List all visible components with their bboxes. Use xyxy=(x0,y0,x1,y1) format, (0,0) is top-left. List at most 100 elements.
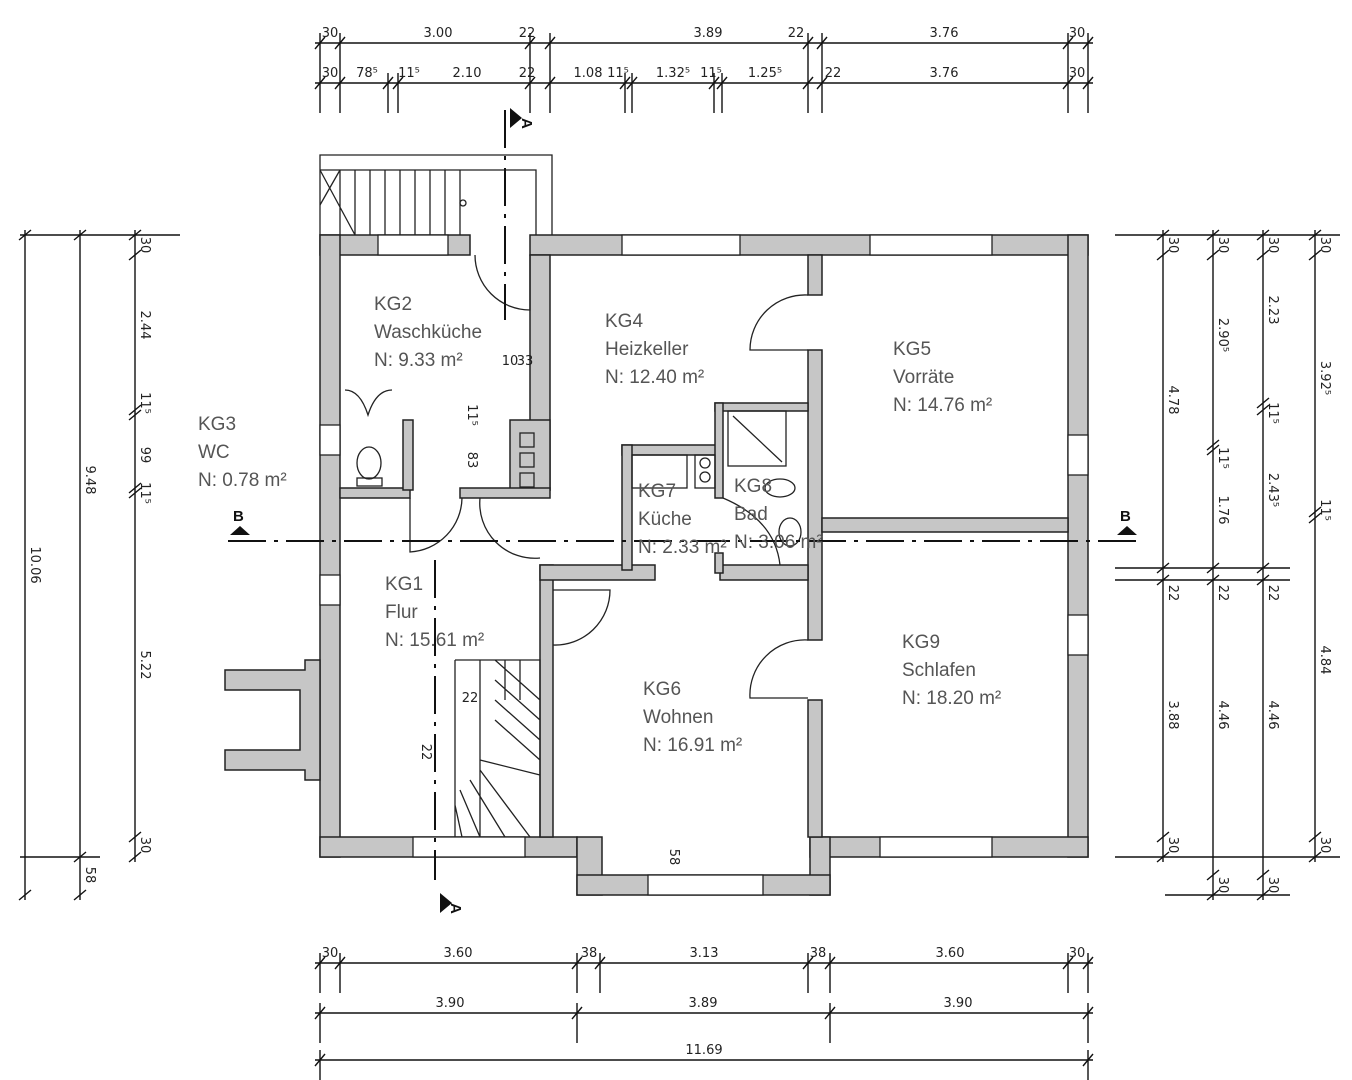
dimension-label: 11⁵ xyxy=(607,66,629,81)
dimension-label: 22 xyxy=(1165,585,1180,602)
dimension-label: 30 xyxy=(1069,26,1086,41)
dimension-chain-left-col2: 9.48 58 xyxy=(73,229,97,901)
room-name: Wohnen xyxy=(643,707,713,728)
dimension-label: 30 xyxy=(1317,237,1332,254)
dimension-label: 11⁵ xyxy=(1317,499,1332,521)
section-marker-a-bottom: A xyxy=(440,893,464,914)
dimension-label: 30 xyxy=(1265,237,1280,254)
dimension-label: 22 xyxy=(1215,585,1230,602)
room-name: Bad xyxy=(734,504,768,525)
dimension-label: 78⁵ xyxy=(356,66,378,81)
stove xyxy=(694,454,716,489)
room-area: N: 18.20 m² xyxy=(902,688,1001,709)
dimension-label: 83 xyxy=(464,452,479,469)
dimension-label: 30 xyxy=(137,837,152,854)
dimension-label: 3.92⁵ xyxy=(1317,361,1332,395)
dimension-label: 99 xyxy=(137,447,152,464)
dimension-chain-bottom-row3: 11.69 xyxy=(314,1043,1094,1080)
dimension-label: 11⁵ xyxy=(464,404,479,426)
dimension-label: 38 xyxy=(581,946,598,961)
room-name: Flur xyxy=(385,602,418,623)
section-label: A xyxy=(447,903,464,914)
room-id: KG1 xyxy=(385,574,423,595)
dimension-label: 30 xyxy=(1215,237,1230,254)
room-name: Schlafen xyxy=(902,660,976,681)
dimension-label: 11⁵ xyxy=(700,66,722,81)
dimension-label: 11⁵ xyxy=(137,482,152,504)
dimension-label: 1.25⁵ xyxy=(748,66,782,81)
dimension-label: 30 xyxy=(1265,877,1280,894)
dimension-label: 3.76 xyxy=(930,66,959,81)
dimension-label: 22 xyxy=(462,691,479,706)
windows xyxy=(319,234,1089,896)
dimension-label: 4.78 xyxy=(1165,386,1180,415)
dimension-label: 10 xyxy=(502,354,519,369)
room-id: KG9 xyxy=(902,632,940,653)
stair-annex-steps xyxy=(319,169,467,236)
dimension-label: 22 xyxy=(418,744,433,761)
dimension-label: 22 xyxy=(825,66,842,81)
dimension-label: 30 xyxy=(1215,877,1230,894)
dimension-label: 9.48 xyxy=(82,466,97,495)
dimension-label: 2.23 xyxy=(1265,296,1280,325)
room-name: Vorräte xyxy=(893,367,954,388)
stair-annex xyxy=(319,154,553,235)
room-id: KG5 xyxy=(893,339,931,360)
dimension-label: 30 xyxy=(322,946,339,961)
dimension-label: 30 xyxy=(1069,946,1086,961)
dimension-label: 33 xyxy=(517,354,534,369)
section-line-a xyxy=(434,110,506,880)
dimension-label: 3.88 xyxy=(1165,701,1180,730)
dimension-label: 11⁵ xyxy=(1265,402,1280,424)
dimension-label: 11⁵ xyxy=(398,66,420,81)
room-id: KG7 xyxy=(638,481,676,502)
dimension-chain-left-col3: 10.06 xyxy=(18,229,42,901)
section-label: A xyxy=(518,118,535,129)
dimension-label: 30 xyxy=(1165,837,1180,854)
dimension-label: 11⁵ xyxy=(1215,447,1230,469)
porch xyxy=(224,659,321,781)
section-marker-b-right: B xyxy=(1117,508,1137,535)
dimension-label: 3.60 xyxy=(444,946,473,961)
dimension-label: 2.90⁵ xyxy=(1215,318,1230,352)
dimension-label: 30 xyxy=(137,237,152,254)
dimension-label: 30 xyxy=(1069,66,1086,81)
dimension-label: 10.06 xyxy=(27,546,42,583)
room-id: KG4 xyxy=(605,311,643,332)
room-id: KG8 xyxy=(734,476,772,497)
section-label: B xyxy=(233,508,244,525)
kitchen-sink xyxy=(631,454,688,489)
room-id: KG6 xyxy=(643,679,681,700)
room-name: Waschküche xyxy=(374,322,482,343)
dimension-label: 3.90 xyxy=(944,996,973,1011)
room-id: KG2 xyxy=(374,294,412,315)
wc-toilet xyxy=(356,446,382,480)
dimension-label: 30 xyxy=(1317,837,1332,854)
dimension-label: 2.44 xyxy=(137,311,152,340)
doors xyxy=(409,254,809,699)
dimension-label: 58 xyxy=(82,867,97,884)
room-name: Heizkeller xyxy=(605,339,689,360)
room-area: N: 2.33 m² xyxy=(638,537,727,558)
dimension-label: 30 xyxy=(322,26,339,41)
room-area: N: 0.78 m² xyxy=(198,470,287,491)
walls xyxy=(224,154,1089,896)
dimension-label: 3.00 xyxy=(424,26,453,41)
dimension-label: 30 xyxy=(1165,237,1180,254)
dimension-label: 2.43⁵ xyxy=(1265,473,1280,507)
room-area: N: 15.61 m² xyxy=(385,630,484,651)
